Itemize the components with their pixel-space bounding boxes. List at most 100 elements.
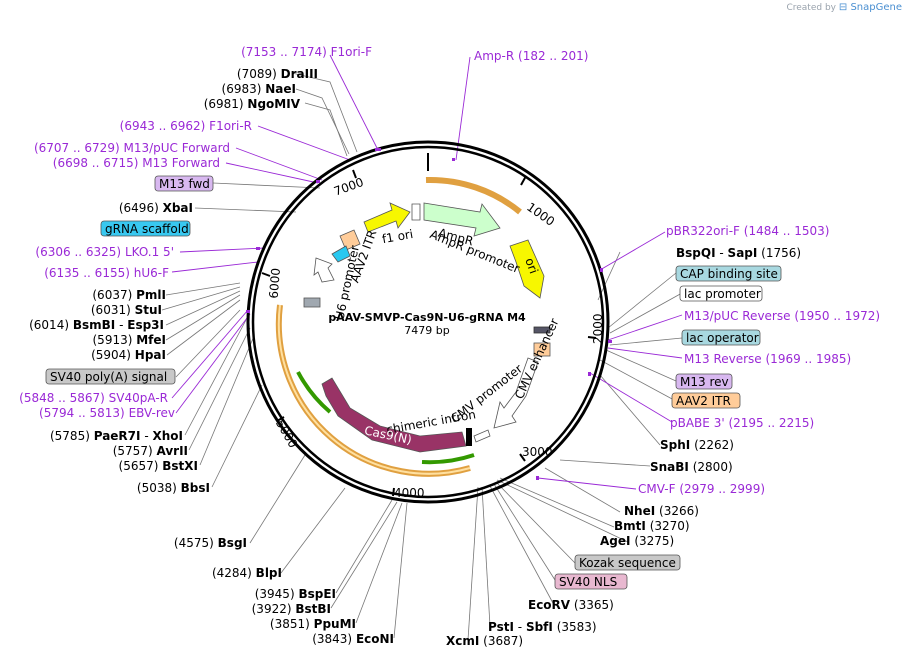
primer-f1ori-r[interactable]: (6943 .. 6962) F1ori-R (120, 119, 252, 133)
arc-green-2 (421, 453, 475, 465)
box-sv40-nls[interactable] (554, 573, 628, 590)
site-right-5[interactable]: AgeI (3275) (600, 534, 674, 548)
plasmid-name: pAAV-SMVP-Cas9N-U6-gRNA M4 (328, 311, 526, 324)
primer-pbr322ori-f[interactable]: pBR322ori-F (1484 .. 1503) (666, 224, 829, 238)
primer-amp-r[interactable]: Amp-R (182 .. 201) (474, 49, 588, 63)
restriction-sites-right: BspQI - SapI (1756) SphI (2262) SnaBI (2… (446, 246, 801, 648)
feature-aav2-itr-right[interactable] (533, 342, 551, 357)
arc-ampr-promoter-orange (425, 176, 522, 215)
tick-6000: 6000 (266, 267, 283, 299)
site-left-12[interactable]: (5038) BbsI (137, 481, 210, 495)
feature-u6-small[interactable] (331, 245, 351, 263)
site-right-0[interactable]: BspQI - SapI (1756) (676, 246, 801, 260)
backbone-inner-ring (251, 145, 605, 499)
site-left-1[interactable]: (6983) NaeI (222, 82, 296, 96)
feature-lac-operator-block[interactable] (533, 326, 551, 334)
site-right-2[interactable]: SnaBI (2800) (650, 460, 733, 474)
primer-m13-reverse[interactable]: M13 Reverse (1969 .. 1985) (684, 352, 851, 366)
feature-u6-promoter[interactable] (313, 257, 335, 283)
box-lac-operator[interactable] (681, 329, 761, 346)
box-kozak-sequence-label: Kozak sequence (579, 556, 676, 570)
primer-m13puc-reverse[interactable]: M13/pUC Reverse (1950 .. 1972) (684, 309, 880, 323)
feature-f1-ori[interactable] (363, 202, 411, 233)
box-kozak-sequence[interactable] (574, 554, 681, 571)
primer-ebv-rev[interactable]: (5794 .. 5813) EBV-rev (39, 406, 175, 420)
box-lac-promoter[interactable] (679, 285, 763, 302)
feature-cmv-enhancer[interactable] (493, 357, 539, 429)
site-left-6[interactable]: (6014) BsmBI - Esp3I (29, 318, 164, 332)
primer-cmv-f[interactable]: CMV-F (2979 .. 2999) (638, 482, 765, 496)
feature-kozak[interactable] (473, 429, 491, 443)
box-m13-rev-label: M13 rev (680, 375, 729, 389)
site-right-4[interactable]: BmtI (3270) (614, 519, 690, 533)
tick-2000: 2000 (591, 313, 605, 344)
box-m13-fwd[interactable] (154, 175, 214, 192)
tick-7000: 7000 (332, 175, 365, 199)
site-left-13[interactable]: (4575) BsgI (174, 536, 247, 550)
primer-f1ori-f[interactable]: (7153 .. 7174) F1ori-F (241, 45, 372, 59)
site-left-2[interactable]: (6981) NgoMIV (204, 97, 301, 111)
snapgene-logo: ⊟ SnapGene (838, 2, 902, 13)
site-left-11[interactable]: (5657) BstXI (119, 459, 198, 473)
label-f1-ori: f1 ori (381, 227, 414, 246)
primer-pbabe[interactable]: pBABE 3' (2195 .. 2215) (670, 416, 814, 430)
feature-ampr[interactable] (423, 202, 501, 237)
primer-lko[interactable]: (6306 .. 6325) LKO.1 5' (35, 245, 174, 259)
site-right-6[interactable]: EcoRV (3365) (528, 598, 614, 612)
primer-hu6-f[interactable]: (6135 .. 6155) hU6-F (44, 266, 169, 280)
box-m13-rev[interactable] (675, 373, 733, 390)
plasmid-size: 7479 bp (404, 324, 449, 337)
feature-nls-block[interactable] (466, 428, 472, 446)
arc-cas9-orange-inner (277, 304, 471, 475)
box-sv40-polya[interactable] (45, 368, 176, 385)
primer-m13-forward[interactable]: (6698 .. 6715) M13 Forward (53, 156, 220, 170)
box-cap-binding-site[interactable] (675, 265, 782, 282)
site-left-15[interactable]: (3945) BspEI (255, 587, 336, 601)
feature-ori[interactable] (509, 239, 545, 299)
site-left-16[interactable]: (3922) BstBI (252, 602, 331, 616)
tick-4000: 4000 (394, 486, 425, 500)
feature-aav2-itr-left[interactable] (339, 229, 361, 251)
site-left-4[interactable]: (6037) PmlI (92, 288, 166, 302)
restriction-sites-left: (7089) DraIII (6983) NaeI (6981) NgoMIV … (29, 67, 394, 646)
site-left-5[interactable]: (6031) StuI (91, 303, 162, 317)
box-aav2-itr-label: AAV2 ITR (676, 394, 731, 408)
box-grna-scaffold[interactable] (100, 220, 191, 237)
box-m13-fwd-label: M13 fwd (159, 177, 210, 191)
credit-brand: SnapGene (850, 2, 902, 13)
site-right-1[interactable]: SphI (2262) (660, 438, 734, 452)
box-sv40-polya-label: SV40 poly(A) signal (50, 370, 167, 384)
site-left-7[interactable]: (5913) MfeI (93, 333, 167, 347)
feature-ampr-promoter-box[interactable] (411, 203, 421, 221)
box-sv40-nls-label: SV40 NLS (559, 575, 617, 589)
feature-boxes: M13 fwd gRNA scaffold SV40 poly(A) signa… (45, 175, 782, 590)
site-left-17[interactable]: (3851) PpuMI (270, 617, 356, 631)
feature-cas9n[interactable] (321, 377, 467, 453)
snapgene-credit: Created by ⊟ SnapGene (786, 2, 902, 13)
site-right-8[interactable]: XcmI (3687) (446, 634, 523, 648)
arc-green-1 (296, 371, 332, 414)
site-left-10[interactable]: (5757) AvrII (113, 444, 188, 458)
credit-prefix: Created by (786, 3, 836, 13)
site-left-9[interactable]: (5785) PaeR7I - XhoI (50, 429, 183, 443)
box-aav2-itr[interactable] (671, 392, 741, 409)
primer-sv40pa-r[interactable]: (5848 .. 5867) SV40pA-R (19, 391, 168, 405)
primer-m13puc-forward[interactable]: (6707 .. 6729) M13/pUC Forward (34, 141, 230, 155)
box-lac-operator-label: lac operator (686, 331, 759, 345)
site-right-7[interactable]: PstI - SbfI (3583) (488, 620, 597, 634)
label-ori: ori (522, 256, 540, 275)
site-left-3[interactable]: (6496) XbaI (119, 201, 193, 215)
tick-1000: 1000 (524, 200, 557, 229)
feature-gray-block[interactable] (303, 297, 321, 308)
site-left-14[interactable]: (4284) BlpI (212, 566, 282, 580)
primer-lines (171, 54, 683, 490)
site-left-0[interactable]: (7089) DraIII (237, 67, 318, 81)
box-lac-promoter-label: lac promoter (684, 287, 761, 301)
site-left-8[interactable]: (5904) HpaI (91, 348, 166, 362)
site-right-3[interactable]: NheI (3266) (624, 504, 699, 518)
position-tick-marks (261, 153, 597, 497)
site-left-18[interactable]: (3843) EcoNI (312, 632, 394, 646)
tick-3000: 3000 (522, 445, 553, 459)
primer-marks (246, 148, 612, 480)
